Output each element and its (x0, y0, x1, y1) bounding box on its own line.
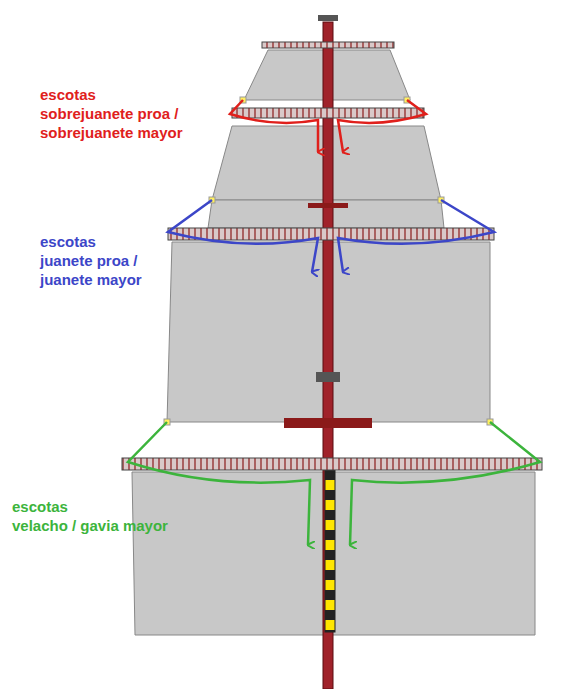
sheet-label: juanete proa / (40, 251, 138, 270)
sheet-label: escotas (12, 497, 68, 516)
sheet-label: velacho / gavia mayor (12, 516, 168, 535)
sheet-label: escotas (40, 232, 96, 251)
sheet-label: juanete mayor (40, 270, 142, 289)
sheet-label: sobrejuanete proa / (40, 104, 178, 123)
sheet-label: escotas (40, 85, 96, 104)
sheet-label: sobrejuanete mayor (40, 123, 183, 142)
